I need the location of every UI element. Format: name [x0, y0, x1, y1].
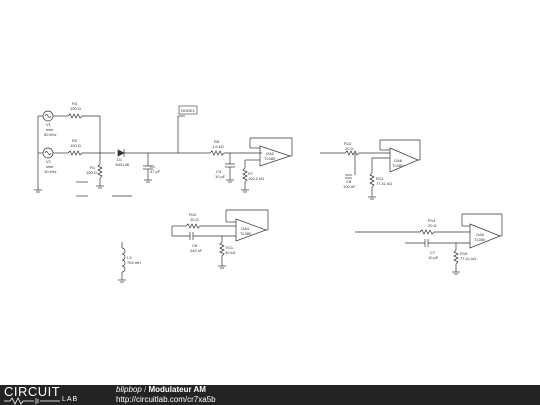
oa8-part: TL080 — [392, 163, 404, 168]
footer-title: blipbop / Modulateur AM — [116, 385, 206, 395]
r3-name: R3 — [72, 101, 78, 106]
v1-name: V1 — [46, 122, 52, 127]
node-tag-label: NODE1 — [181, 108, 196, 113]
r10-value: 20 Ω — [190, 217, 199, 222]
v1-type: sine — [46, 127, 54, 132]
oa8-name: OA8 — [394, 158, 403, 163]
r13-value: 77.41 kΩ — [376, 181, 392, 186]
circuit-url-link[interactable]: http://circuitlab.com/cr7xa5b — [116, 395, 216, 404]
oa2-name: OA2 — [266, 151, 275, 156]
r10-name: R10 — [189, 212, 197, 217]
c8-value: 100 nF — [343, 184, 356, 189]
logo-text-lab: LAB — [62, 396, 79, 403]
c8-name: C8 — [346, 179, 352, 184]
logo-text-circuit: CIRCUIT — [4, 384, 61, 399]
circuitlab-logo[interactable]: CIRCUIT LAB — [4, 385, 100, 405]
r13-name: R13 — [376, 176, 384, 181]
d1-part: 1N4148 — [115, 162, 130, 167]
capacitor-c6[interactable] — [189, 232, 194, 240]
oa6-name: OA6 — [476, 232, 485, 237]
resistor-r7[interactable] — [242, 167, 248, 183]
opamp-oa4[interactable] — [235, 218, 268, 242]
d1-name: D1 — [117, 157, 123, 162]
r1-value: 100 Ω — [86, 170, 97, 175]
source-v2[interactable] — [38, 147, 58, 159]
oa2-part: TL080 — [264, 156, 276, 161]
r2-name: R2 — [72, 138, 78, 143]
r7-name: R7 — [248, 171, 254, 176]
capacitor-c3[interactable] — [225, 163, 235, 168]
resistor-r11[interactable] — [219, 241, 225, 257]
resistor-r15[interactable] — [453, 249, 459, 265]
c7-value: 10 pF — [428, 255, 439, 260]
resistor-r8[interactable] — [209, 150, 225, 156]
v2-name: V2 — [46, 159, 52, 164]
v2-type: sine — [46, 164, 54, 169]
opamp-oa6[interactable] — [469, 223, 501, 249]
r2-value: 100 Ω — [70, 143, 81, 148]
schematic-diagram: NODE1 V1 sine 50 kHz V2 sine 10 kHz R3 1… — [34, 101, 503, 283]
logo-wave-icon — [4, 397, 60, 405]
c6-value: 240 nF — [190, 248, 203, 253]
r8-value: 1.6 kΩ — [212, 144, 224, 149]
oa4-part: TL080 — [240, 231, 252, 236]
resistor-r2[interactable] — [67, 150, 83, 156]
inductor-l3[interactable] — [121, 247, 126, 273]
l3-value: 764 mH — [127, 260, 141, 265]
oa6-part: TL080 — [474, 237, 486, 242]
c1-name: C1 — [150, 164, 156, 169]
r12-value: 20 Ω — [345, 146, 354, 151]
author-link[interactable]: blipbop — [116, 385, 142, 394]
r3-value: 100 Ω — [70, 106, 81, 111]
r11-name: R11 — [226, 245, 234, 250]
capacitor-c8[interactable] — [345, 174, 352, 179]
resistor-r12[interactable] — [344, 150, 360, 156]
ground-symbol — [34, 189, 42, 193]
node-tag[interactable] — [178, 105, 198, 115]
resistor-r13[interactable] — [369, 172, 375, 188]
c7-name: C7 — [430, 250, 436, 255]
v2-freq: 10 kHz — [44, 169, 56, 174]
title-separator: / — [141, 385, 149, 394]
resistor-r1[interactable] — [97, 163, 103, 179]
r15-name: R15 — [460, 251, 468, 256]
schematic-canvas[interactable]: NODE1 V1 sine 50 kHz V2 sine 10 kHz R3 1… — [0, 0, 540, 385]
r14-value: 20 Ω — [428, 223, 437, 228]
resistor-r14[interactable] — [419, 229, 435, 235]
resistor-r10[interactable] — [185, 223, 201, 229]
l3-name: L3 — [127, 255, 132, 260]
r14-name: R14 — [428, 218, 436, 223]
r1-name: R1 — [90, 165, 96, 170]
diode-d1[interactable] — [117, 149, 125, 157]
c6-name: C6 — [192, 243, 198, 248]
resistor-r3[interactable] — [67, 113, 83, 119]
r8-name: R8 — [214, 139, 220, 144]
oa4-name: OA4 — [241, 226, 250, 231]
c1-value: 47 pF — [150, 169, 161, 174]
r12-name: R12 — [344, 141, 352, 146]
c3-name: C3 — [216, 169, 222, 174]
footer-bar: CIRCUIT LAB blipbop / Modulateur AM http… — [0, 385, 540, 405]
r7-value: 100.2 kΩ — [248, 176, 264, 181]
capacitor-c7[interactable] — [424, 239, 429, 247]
r15-value: 77.41 kΩ — [460, 256, 476, 261]
c3-value: 10 pF — [215, 174, 226, 179]
source-v1[interactable] — [38, 110, 58, 122]
circuit-title: Modulateur AM — [148, 385, 206, 394]
v1-freq: 50 kHz — [44, 132, 56, 137]
opamp-oa2[interactable] — [259, 145, 292, 167]
r11-value: 30 kΩ — [225, 250, 236, 255]
opamp-oa8[interactable] — [389, 147, 419, 173]
